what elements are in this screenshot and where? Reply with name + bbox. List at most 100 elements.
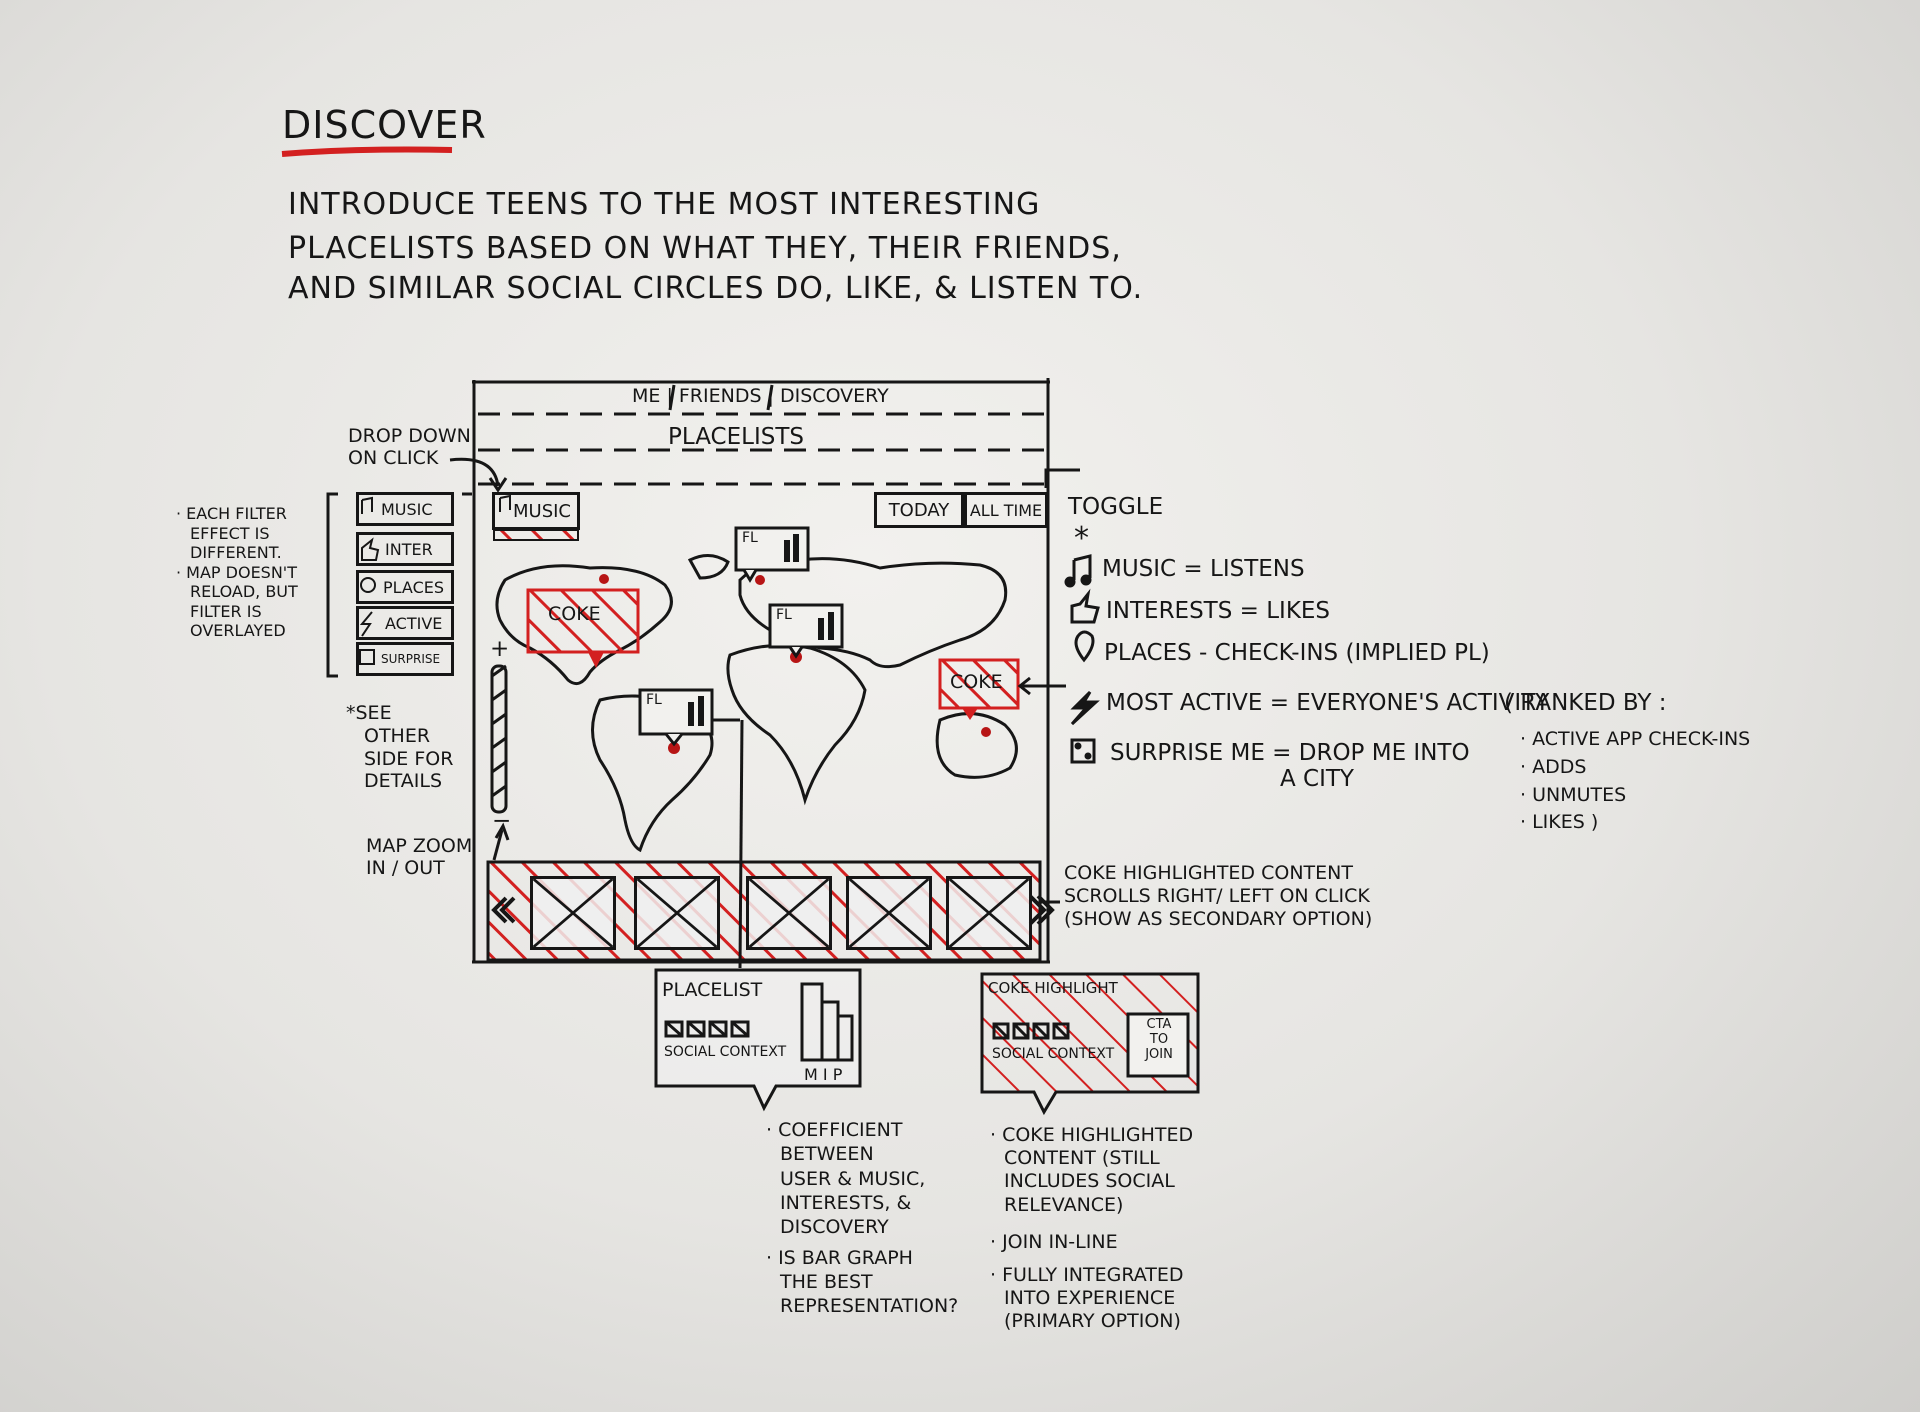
note-line: THE BEST xyxy=(780,1270,873,1293)
note-drop-down: DROP DOWN ON CLICK xyxy=(348,425,471,470)
ranked-item: · ADDS xyxy=(1520,755,1587,778)
coke-pin-americas[interactable] xyxy=(526,588,640,668)
placelist-card-title: PLACELIST xyxy=(662,979,763,1001)
note-line: INTO EXPERIENCE xyxy=(1004,1287,1176,1310)
filter-active[interactable]: ACTIVE xyxy=(356,606,454,640)
coke-card-cta-button[interactable]: CTA TO JOIN xyxy=(1134,1017,1184,1063)
coke-card-title: COKE HIGHLIGHT xyxy=(988,979,1118,997)
lightning-icon xyxy=(1070,690,1100,726)
cta-line: JOIN xyxy=(1145,1046,1173,1062)
filter-thumb-icon xyxy=(361,537,380,561)
placelist-card xyxy=(654,968,862,1112)
legend-most-active: MOST ACTIVE = EVERYONE'S ACTIVITY xyxy=(1106,690,1550,716)
coke-pin-americas-label: COKE xyxy=(548,603,601,625)
legend-interests: INTERESTS = LIKES xyxy=(1106,598,1331,624)
note-line: DETAILS xyxy=(364,770,443,793)
note-line: DISCOVERY xyxy=(780,1216,889,1239)
placelist-card-social-context: SOCIAL CONTEXT xyxy=(664,1044,787,1060)
note-line: USER & MUSIC, xyxy=(780,1167,926,1190)
note-line: EFFECT IS xyxy=(190,523,270,543)
filter-places-label: PLACES xyxy=(383,577,445,597)
carousel-item[interactable] xyxy=(746,876,832,950)
filter-active-label: ACTIVE xyxy=(385,613,443,633)
filter-music-label: MUSIC xyxy=(381,499,433,519)
intro-line-1: Introduce teens to the most interesting xyxy=(288,187,1041,222)
filter-music[interactable]: MUSIC xyxy=(356,492,454,526)
carousel-item[interactable] xyxy=(530,876,616,950)
note-line: SCROLLS RIGHT/ LEFT ON CLICK xyxy=(1064,884,1370,907)
filter-dropdown-button[interactable]: MUSIC xyxy=(492,492,580,530)
title-underline xyxy=(281,146,453,157)
dropdown-music-icon xyxy=(499,494,511,512)
note-line: RELEVANCE) xyxy=(1004,1193,1124,1216)
coke-pin-asia-label: COKE xyxy=(950,671,1003,693)
legend-places: PLACES - CHECK-INS (IMPLIED PL) xyxy=(1104,640,1490,666)
note-line: DIFFERENT. xyxy=(190,543,282,563)
zoom-in-button[interactable]: + xyxy=(490,636,510,662)
page-title: Discover xyxy=(282,103,487,147)
note-line: *SEE xyxy=(346,702,392,724)
note-line: · JOIN IN-LINE xyxy=(990,1230,1118,1253)
fl-pin-south-america-label: FL xyxy=(646,692,662,708)
note-asterisk: * xyxy=(1074,521,1090,556)
fl-pin-africa-label: FL xyxy=(776,607,792,623)
filter-interests[interactable]: INTER xyxy=(356,532,454,566)
cta-line: CTA xyxy=(1146,1017,1172,1032)
placelist-notes: · COEFFICIENT BETWEEN USER & MUSIC, INTE… xyxy=(766,1118,958,1319)
legend-music: MUSIC = LISTENS xyxy=(1102,556,1305,582)
note-line: FILTER IS xyxy=(190,601,262,621)
note-line: COKE HIGHLIGHTED CONTENT xyxy=(1064,862,1353,884)
intro-line-3: and similar social circles do, like, & l… xyxy=(288,271,1144,306)
note-line: INTERESTS, & xyxy=(780,1191,912,1214)
ranked-by: ( RANKED BY : xyxy=(1504,690,1667,716)
toggle-all-time-button[interactable]: ALL TIME xyxy=(964,492,1048,528)
coke-highlight-card xyxy=(980,972,1200,1116)
filter-dropdown-label: MUSIC xyxy=(512,500,571,522)
note-map-zoom: MAP ZOOM IN / OUT xyxy=(366,835,472,880)
carousel-item[interactable] xyxy=(946,876,1032,950)
wireframe-nav[interactable]: ME | FRIENDS | DISCOVERY xyxy=(632,385,889,407)
carousel-next-icon xyxy=(1028,894,1055,926)
note-coke-content: COKE HIGHLIGHTED CONTENT SCROLLS RIGHT/ … xyxy=(1064,862,1372,930)
note-line: BETWEEN xyxy=(780,1143,874,1166)
wireframe-header: PLACELISTS xyxy=(668,424,804,450)
toggle-today-label: TODAY xyxy=(888,499,950,521)
carousel-item[interactable] xyxy=(634,876,720,950)
filter-dice-icon xyxy=(359,649,375,665)
note-line: · EACH FILTER xyxy=(176,504,287,523)
note-see-other-side: *SEE OTHER SIDE FOR DETAILS xyxy=(346,702,453,793)
note-line: · COKE HIGHLIGHTED xyxy=(990,1124,1194,1146)
note-line: · FULLY INTEGRATED xyxy=(990,1263,1184,1286)
ranked-item: · UNMUTES xyxy=(1520,783,1627,806)
placelist-card-mip: M I P xyxy=(804,1065,843,1084)
intro-line-2: placelists based on what they, their fri… xyxy=(288,231,1122,266)
carousel-item[interactable] xyxy=(846,876,932,950)
fl-pin-south-america xyxy=(638,688,714,747)
ranked-list: · ACTIVE APP CHECK-INS · ADDS · UNMUTES … xyxy=(1520,728,1750,839)
note-toggle: TOGGLE xyxy=(1068,494,1164,520)
filter-bracket xyxy=(326,492,338,678)
note-line: · COEFFICIENT xyxy=(766,1119,903,1141)
dice-icon xyxy=(1070,738,1096,764)
toggle-today-button[interactable]: TODAY xyxy=(874,492,964,528)
note-line: · IS BAR GRAPH xyxy=(766,1246,913,1269)
location-pin-icon xyxy=(1074,630,1095,663)
zoom-out-button[interactable]: − xyxy=(492,808,512,834)
note-line: OVERLAYED xyxy=(190,621,286,641)
fl-pin-europe xyxy=(734,526,810,583)
filter-surprise-label: SURPRISE xyxy=(381,652,441,666)
filter-places[interactable]: PLACES xyxy=(356,570,454,604)
note-drop-down-line: DROP DOWN xyxy=(348,425,471,447)
filter-active-icon xyxy=(359,611,373,637)
note-line: SIDE FOR xyxy=(364,747,454,770)
coke-notes: · COKE HIGHLIGHTED CONTENT (STILL INCLUD… xyxy=(990,1124,1193,1333)
note-drop-down-line: ON CLICK xyxy=(348,446,439,469)
coke-pin-asia[interactable] xyxy=(938,658,1020,720)
thumbs-up-icon xyxy=(1070,588,1100,624)
note-line: IN / OUT xyxy=(366,856,445,879)
fl-pin-africa xyxy=(768,603,844,659)
legend-surprise: SURPRISE ME = DROP ME INTO xyxy=(1110,740,1470,766)
filter-pin-icon xyxy=(360,577,376,593)
ranked-item: · LIKES ) xyxy=(1520,811,1599,834)
filter-surprise[interactable]: SURPRISE xyxy=(356,642,454,676)
